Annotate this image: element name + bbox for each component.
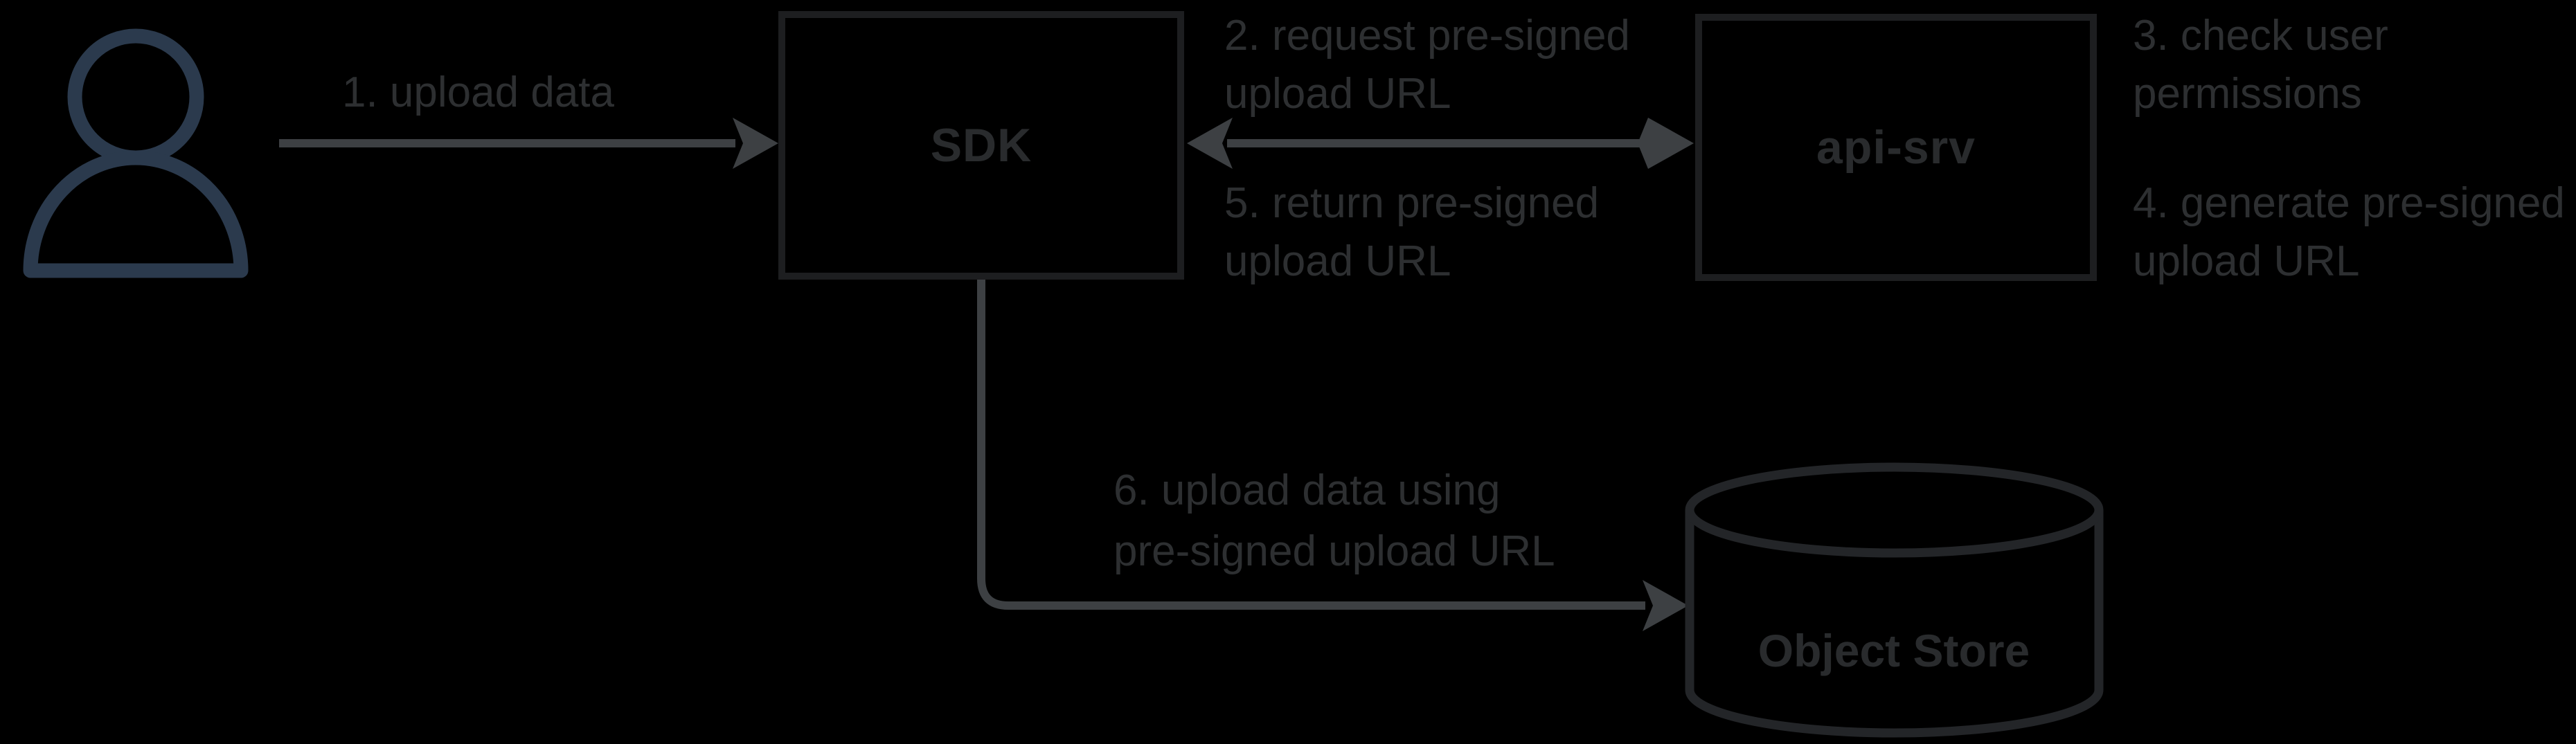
node-api-srv: api-srv (1695, 14, 2097, 281)
step3-line2: permissions (2133, 70, 2362, 118)
step4-line2: upload URL (2133, 237, 2360, 285)
arrowhead-right-icon (1643, 580, 1688, 631)
step3-label: 3. check user permissions (2133, 7, 2388, 123)
arrow-sdk-to-object-store (977, 280, 1688, 631)
step4-line1: 4. generate pre-signed (2133, 179, 2565, 227)
arrowhead-left-icon (1187, 118, 1233, 169)
step2-line1: 2. request pre-signed (1224, 12, 1630, 60)
arrowhead-right-icon (733, 118, 778, 169)
person-body (23, 150, 249, 278)
step2-label: 2. request pre-signed upload URL (1224, 7, 1630, 123)
step5-line1: 5. return pre-signed (1224, 179, 1600, 227)
step6-line1: 6. upload data using (1113, 466, 1501, 514)
step6-line2: pre-signed upload URL (1113, 527, 1555, 575)
arrow-user-to-sdk (279, 118, 778, 169)
cylinder-body (1685, 510, 2104, 738)
cylinder-top (1685, 462, 2104, 558)
node-object-store-label: Object Store (1757, 625, 2030, 676)
person-icon (23, 28, 249, 278)
step1-label: 1. upload data (342, 64, 614, 122)
arrow-shaft (977, 280, 1645, 610)
step6-label: 6. upload data using pre-signed upload U… (1113, 460, 1555, 582)
step3-line1: 3. check user (2133, 12, 2388, 60)
node-sdk: SDK (778, 11, 1184, 280)
step1-text: 1. upload data (342, 69, 615, 116)
database-cylinder-icon (1685, 462, 2104, 738)
arrow-sdk-api-bidirectional (1187, 118, 1694, 169)
node-sdk-label: SDK (930, 119, 1032, 172)
step5-line2: upload URL (1224, 237, 1451, 285)
node-api-srv-label: api-srv (1816, 121, 1976, 174)
step5-label: 5. return pre-signed upload URL (1224, 174, 1599, 291)
arrowhead-right-icon (1638, 118, 1694, 169)
person-head (67, 28, 204, 165)
step4-label: 4. generate pre-signed upload URL (2133, 174, 2565, 291)
step2-line2: upload URL (1224, 70, 1451, 118)
